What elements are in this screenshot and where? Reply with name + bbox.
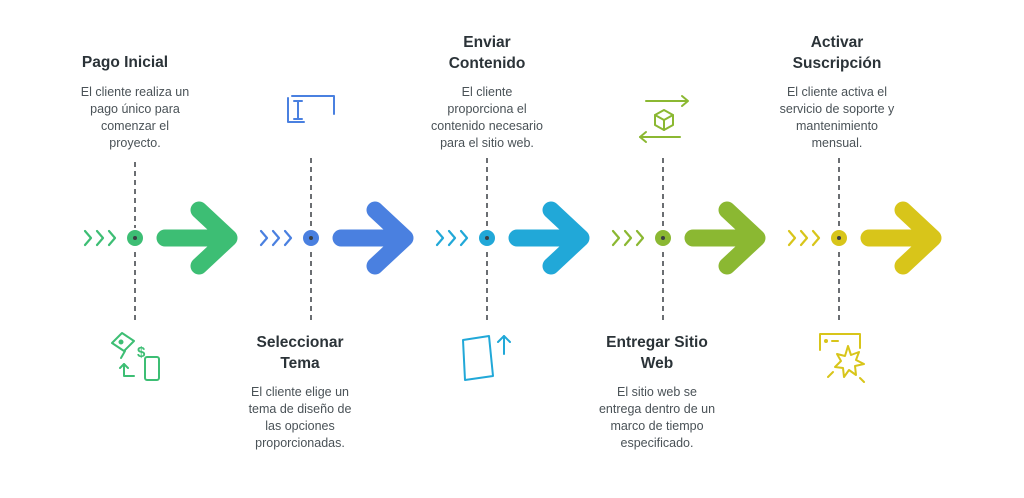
chevron-icon [635,229,645,247]
activation-click-icon [819,333,865,383]
icons-layer: $ [111,95,865,383]
chevron-icon [811,229,821,247]
arrow-icon [332,201,414,275]
step-marker [435,201,590,275]
step-dot-center [133,236,137,240]
step-description: El cliente elige un tema de diseño de la… [248,385,352,450]
step-marker [787,201,942,275]
step-marker [83,201,238,275]
step-dot-center [661,236,665,240]
arrow-icon [860,201,942,275]
step-dot-center [309,236,313,240]
text-cursor-frame-icon [287,95,335,123]
step-title: Activar Suscripción [792,34,882,72]
chevron-icon [95,229,105,247]
payment-exchange-icon: $ [111,332,160,381]
chevron-icon [283,229,293,247]
chevron-icon [623,229,633,247]
chevron-icon [787,229,797,247]
arrow-icon [684,201,766,275]
svg-text:$: $ [137,344,146,361]
package-transfer-icon [639,95,689,143]
upload-box-icon [462,335,511,381]
chevron-icon [435,229,445,247]
step-marker [259,201,414,275]
markers-layer [83,201,942,275]
step-dot-center [837,236,841,240]
arrow-icon [508,201,590,275]
chevron-icon [459,229,469,247]
chevron-icon [799,229,809,247]
step-title: Pago Inicial [81,54,169,71]
step-dot-center [485,236,489,240]
chevron-icon [271,229,281,247]
step-title: Seleccionar Tema [256,334,344,372]
chevron-icon [259,229,269,247]
step-title: Enviar Contenido [448,34,526,72]
step-description: El cliente realiza un pago único para co… [80,85,190,150]
step-title: Entregar Sitio Web [606,334,708,372]
step-description: El cliente activa el servicio de soporte… [779,85,895,150]
arrow-icon [156,201,238,275]
connectors-layer [134,158,840,322]
chevron-icon [447,229,457,247]
step-marker [611,201,766,275]
step-description: El sitio web se entrega dentro de un mar… [598,385,716,450]
step-description: El cliente proporciona el contenido nece… [431,85,543,150]
chevron-icon [83,229,93,247]
chevron-icon [611,229,621,247]
chevron-icon [107,229,117,247]
